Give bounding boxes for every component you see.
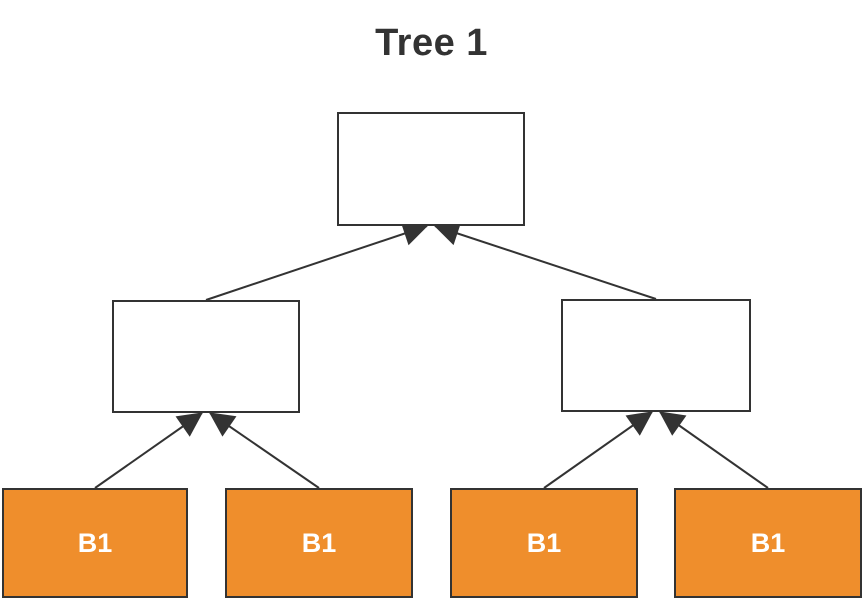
tree-node-leaf-2: B1 — [225, 488, 413, 598]
tree-node-leaf-1: B1 — [2, 488, 188, 598]
edge-leaf-2-to-mid-left — [209, 412, 320, 489]
tree-node-mid-right — [561, 299, 751, 412]
tree-node-leaf-4: B1 — [674, 488, 862, 598]
edge-mid-left-to-root — [205, 221, 429, 301]
edge-leaf-1-to-mid-left — [94, 412, 203, 489]
tree-node-root — [337, 112, 525, 226]
tree-node-mid-left — [112, 300, 300, 413]
tree-node-leaf-3: B1 — [450, 488, 638, 598]
edge-leaf-3-to-mid-right — [543, 411, 653, 489]
edge-mid-right-to-root — [433, 221, 657, 300]
diagram-title: Tree 1 — [375, 22, 488, 64]
edge-leaf-4-to-mid-right — [659, 411, 769, 489]
